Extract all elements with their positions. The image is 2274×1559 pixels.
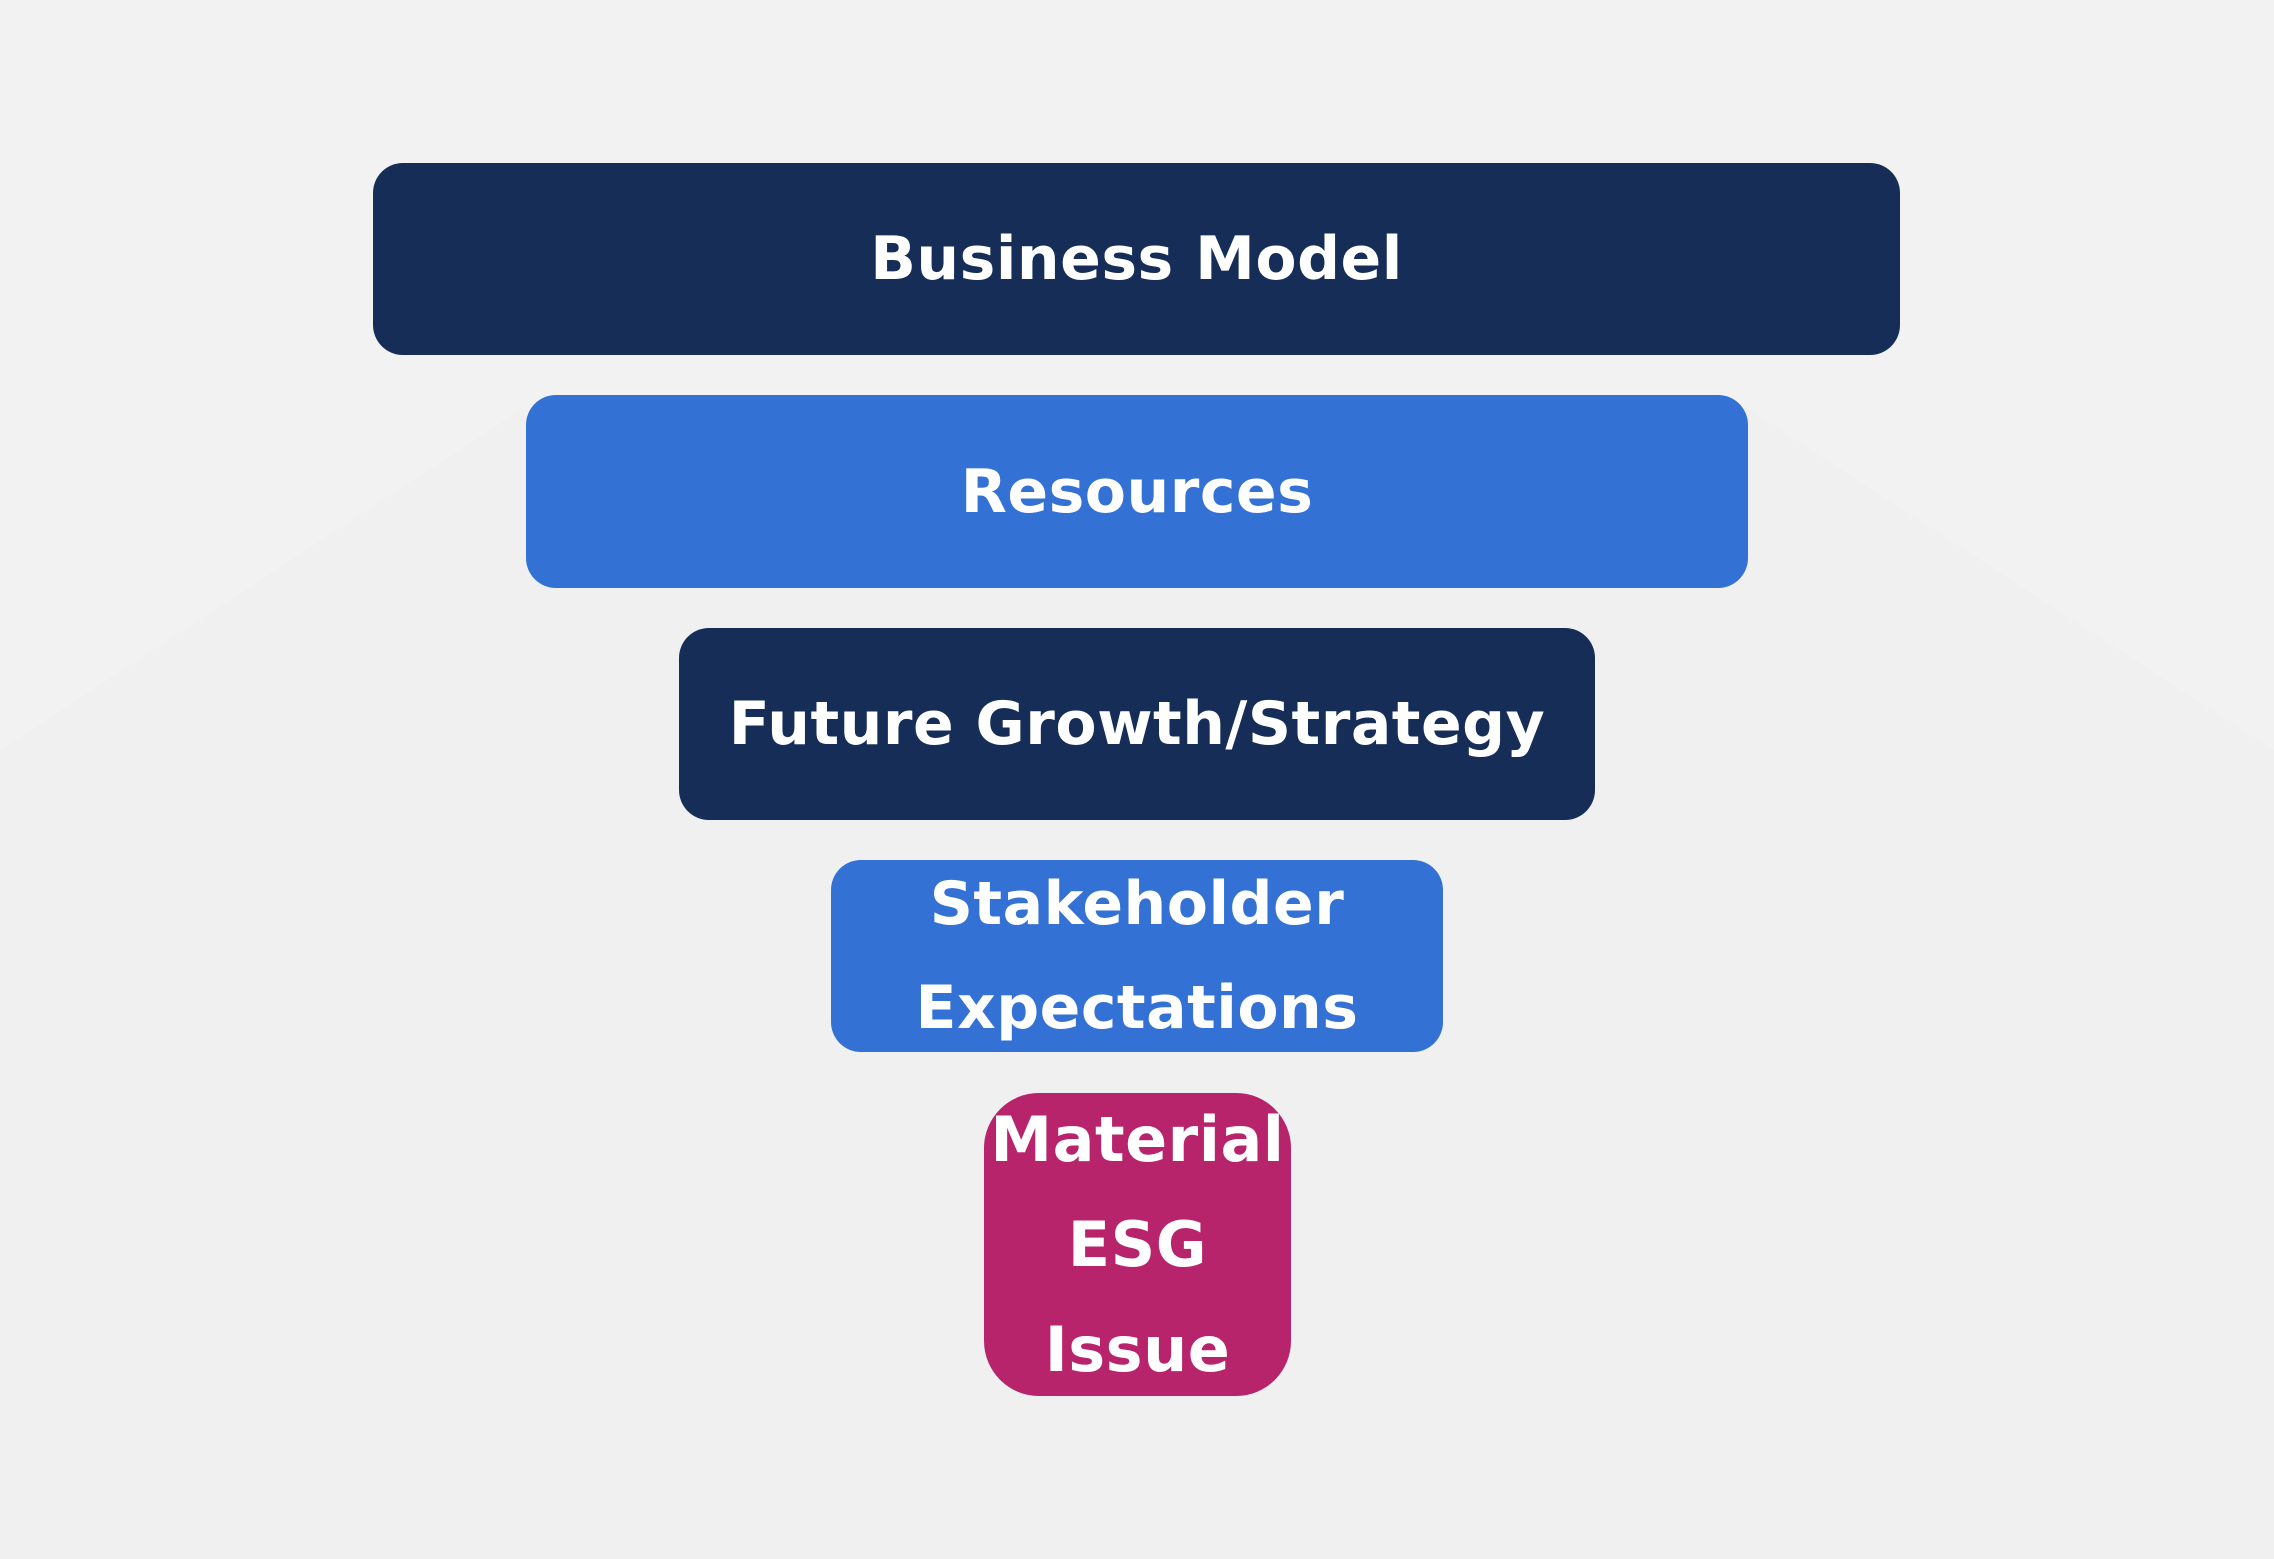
tier-label-line-1: Material xyxy=(990,1103,1285,1176)
tier-business-model: Business Model xyxy=(373,163,1900,355)
tier-label-line-2: Expectations xyxy=(915,973,1359,1043)
tier-label-line-2: ESG Issue xyxy=(1044,1208,1231,1386)
tier-future-growth-strategy: Future Growth/Strategy xyxy=(679,628,1595,820)
tier-label: Future Growth/Strategy xyxy=(728,689,1546,759)
tier-material-esg-issue: Material ESG Issue xyxy=(984,1093,1291,1396)
tier-stakeholder-expectations: Stakeholder Expectations xyxy=(831,860,1443,1052)
tier-label-line-1: Stakeholder xyxy=(929,869,1345,939)
tier-label: Resources xyxy=(960,456,1314,527)
tier-label: Business Model xyxy=(870,224,1403,294)
tier-resources: Resources xyxy=(526,395,1748,588)
